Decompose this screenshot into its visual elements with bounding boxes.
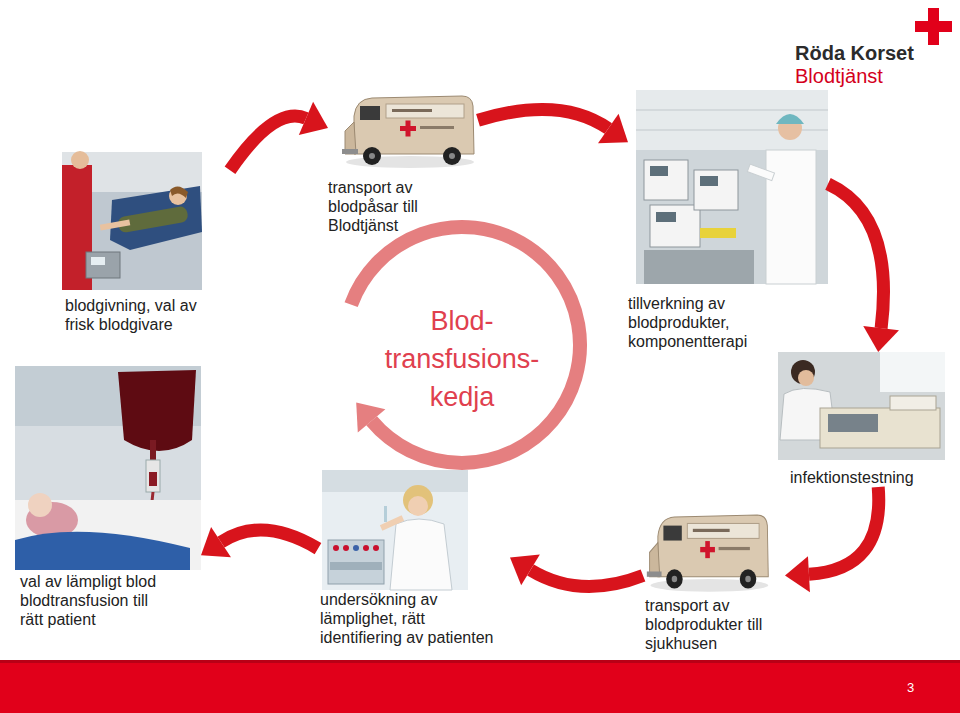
chain-step: transport av blodpåsar till Blodtjänst [328, 82, 478, 235]
footer-bar-edge [0, 660, 960, 663]
arrow-shaft [828, 184, 884, 328]
testing-photo [778, 352, 945, 460]
chain-step: blodgivning, val av frisk blodgivare [62, 152, 230, 334]
arrow-shaft [478, 109, 608, 128]
arrow-shaft [230, 116, 306, 170]
photo-area [643, 498, 772, 594]
chain-step: transport av blodprodukter till sjukhuse… [643, 498, 785, 653]
red-cross [915, 21, 952, 32]
page-number: 3 [907, 680, 914, 695]
arrow-head [299, 102, 328, 135]
step-caption: transport av blodprodukter till sjukhuse… [645, 596, 785, 653]
van-photo [340, 82, 478, 172]
flow-arrow [828, 184, 899, 352]
cycle-arrow [351, 227, 580, 463]
logo-subtitle: Blodtjänst [795, 65, 883, 87]
arrow-shaft [221, 530, 318, 549]
photo-area [328, 82, 478, 172]
arrow-head [785, 556, 810, 592]
flow-arrow [478, 109, 628, 143]
transfusion-photo [15, 366, 201, 570]
arrow-shaft [809, 487, 879, 574]
step-caption: undersökning av lämplighet, rätt identif… [320, 590, 510, 647]
chain-step: val av lämpligt blod blodtransfusion til… [15, 366, 201, 629]
photo-area [15, 366, 201, 570]
van-photo [645, 500, 772, 596]
chain-step: tillverkning av blodprodukter, komponent… [628, 90, 828, 351]
flow-arrow [230, 102, 328, 170]
lab-photo [636, 90, 828, 284]
flow-arrow [785, 487, 879, 592]
photo-area [778, 352, 945, 460]
step-caption: val av lämpligt blod blodtransfusion til… [20, 572, 165, 629]
arrow-head [201, 527, 231, 557]
flow-arrow [510, 555, 643, 587]
flow-arrow [201, 527, 318, 557]
photo-area [628, 90, 828, 284]
step-caption: blodgivning, val av frisk blodgivare [65, 296, 230, 334]
arrow-head [510, 555, 540, 586]
step-caption: tillverkning av blodprodukter, komponent… [628, 294, 773, 351]
chain-step: undersökning av lämplighet, rätt identif… [318, 468, 510, 647]
photo-area [62, 152, 202, 290]
chain-title: Blod- transfusions- kedja [367, 302, 557, 416]
donation-photo [62, 151, 202, 290]
arrow-shaft [531, 570, 643, 587]
arrow-head [598, 114, 628, 144]
footer-bar [0, 660, 960, 713]
crossmatch-photo [322, 470, 468, 590]
logo-name: Röda Korset [795, 42, 914, 64]
chain-step: infektionstestning [778, 352, 945, 487]
step-caption: transport av blodpåsar till Blodtjänst [328, 178, 453, 235]
photo-area [318, 468, 468, 588]
arrow-head [863, 326, 899, 352]
step-caption: infektionstestning [790, 468, 914, 487]
